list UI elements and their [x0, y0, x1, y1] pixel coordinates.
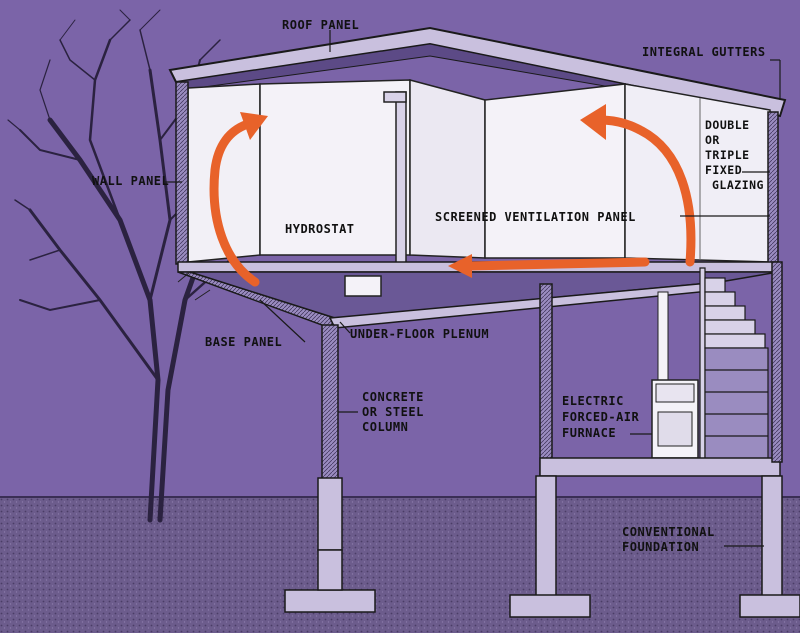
label-foundation-line2: FOUNDATION [622, 540, 700, 554]
label-furnace-line2: FORCED-AIR [562, 410, 640, 424]
label-double-glazing-line3: TRIPLE [705, 148, 750, 162]
label-double-glazing-line2: OR [705, 133, 720, 147]
label-base-panel: BASE PANEL [205, 335, 283, 349]
ground [0, 497, 800, 633]
label-column-line1: CONCRETE [362, 390, 424, 404]
hydrostat-box [344, 275, 382, 297]
label-roof-panel: ROOF PANEL [282, 18, 360, 32]
stairs-icon [699, 267, 769, 461]
wall-panel [175, 81, 189, 265]
label-double-glazing-line5: GLAZING [712, 178, 764, 192]
label-column-line3: COLUMN [362, 420, 409, 434]
glazing-wall [624, 83, 771, 263]
furnace-icon [651, 379, 699, 459]
label-furnace-line1: ELECTRIC [562, 394, 624, 408]
label-foundation-line1: CONVENTIONAL [622, 525, 715, 539]
label-column-line2: OR STEEL [362, 405, 424, 419]
concrete-column [321, 324, 339, 486]
label-integral-gutters: INTEGRAL GUTTERS [642, 45, 766, 59]
label-screened-ventilation-panel: SCREENED VENTILATION PANEL [435, 210, 636, 224]
interior-partition-wall [409, 79, 486, 259]
label-furnace-line3: FURNACE [562, 426, 617, 440]
airflow-arrow-icon [209, 115, 696, 287]
label-under-floor-plenum: UNDER-FLOOR PLENUM [350, 327, 490, 341]
label-wall-panel: WALL PANEL [92, 174, 170, 188]
label-double-glazing-line1: DOUBLE [705, 118, 750, 132]
conventional-foundation [535, 475, 557, 597]
label-hydrostat: HYDROSTAT [285, 222, 355, 236]
label-double-glazing-line4: FIXED [705, 163, 743, 177]
